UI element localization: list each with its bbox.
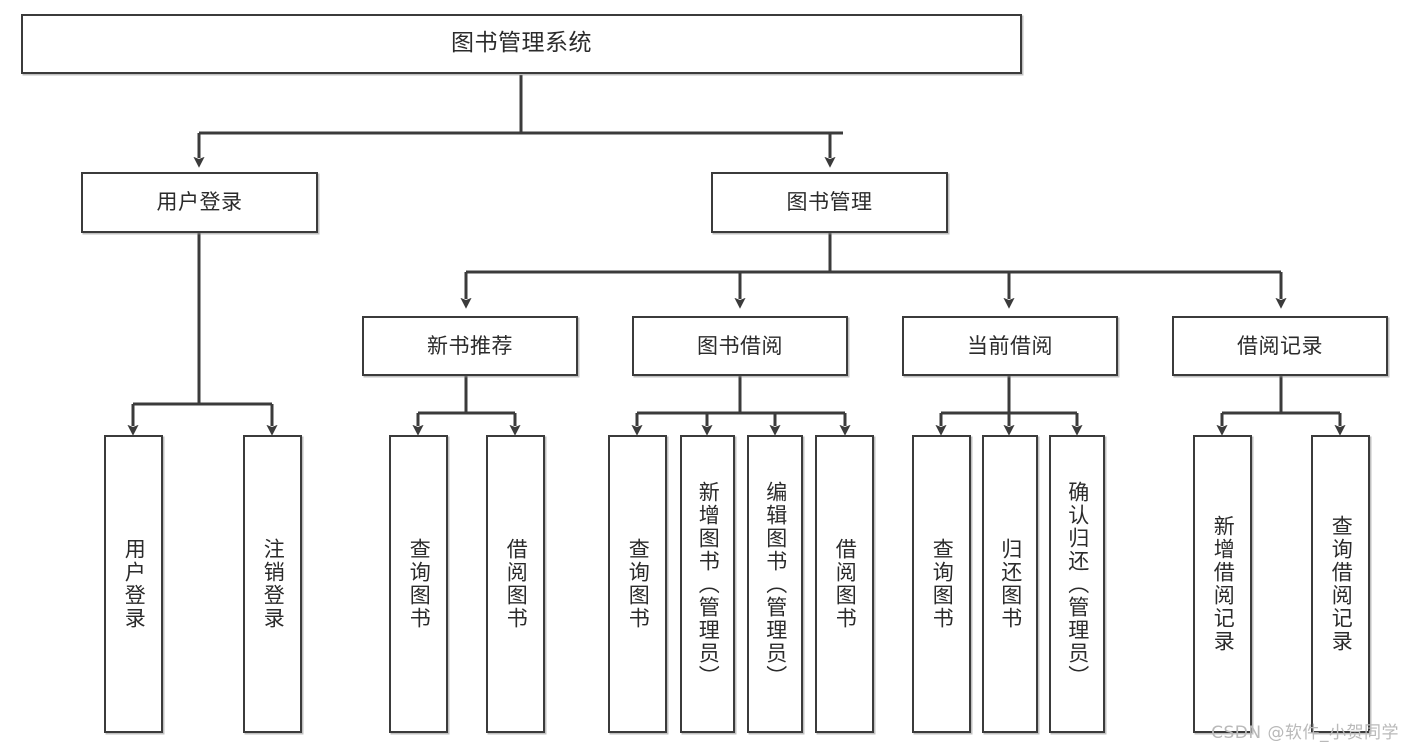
node-label: 查询图书 [930, 538, 955, 630]
node-user-login[interactable]: 用户登录 [81, 172, 318, 233]
node-leaf-logout-login[interactable]: 注销登录 [243, 435, 302, 733]
node-label: 用户登录 [156, 190, 243, 215]
node-leaf-confirm-return[interactable]: 确认归还（管理员） [1049, 435, 1105, 733]
node-leaf-query-book-1[interactable]: 查询图书 [389, 435, 448, 733]
node-current-borrow[interactable]: 当前借阅 [902, 316, 1118, 376]
node-label: 归还图书 [998, 538, 1023, 630]
node-leaf-query-book-3[interactable]: 查询图书 [912, 435, 971, 733]
node-leaf-user-login[interactable]: 用户登录 [104, 435, 163, 733]
node-leaf-add-record[interactable]: 新增借阅记录 [1193, 435, 1252, 733]
node-label: 查询图书 [407, 538, 432, 630]
node-label: 借阅图书 [504, 538, 529, 630]
node-label: 查询图书 [626, 538, 651, 630]
node-leaf-borrow-book-1[interactable]: 借阅图书 [486, 435, 545, 733]
node-label: 查询借阅记录 [1329, 515, 1354, 653]
node-label: 新增图书（管理员） [696, 480, 721, 688]
node-new-book-recommend[interactable]: 新书推荐 [362, 316, 578, 376]
node-leaf-borrow-book-2[interactable]: 借阅图书 [815, 435, 874, 733]
node-label: 图书管理系统 [451, 30, 592, 57]
node-leaf-edit-book[interactable]: 编辑图书（管理员） [747, 435, 803, 733]
node-label: 注销登录 [261, 538, 286, 630]
node-label: 确认归还（管理员） [1065, 480, 1090, 688]
watermark-text: CSDN @软件_小贺同学 [1211, 723, 1399, 743]
node-label: 用户登录 [122, 538, 147, 630]
node-label: 借阅图书 [833, 538, 858, 630]
node-label: 编辑图书（管理员） [763, 480, 788, 688]
node-leaf-query-record[interactable]: 查询借阅记录 [1311, 435, 1370, 733]
node-label: 图书借阅 [697, 333, 783, 358]
node-leaf-add-book[interactable]: 新增图书（管理员） [680, 435, 735, 733]
node-label: 图书管理 [786, 190, 873, 215]
node-book-management[interactable]: 图书管理 [711, 172, 948, 233]
node-label: 当前借阅 [967, 333, 1053, 358]
node-borrow-record[interactable]: 借阅记录 [1172, 316, 1388, 376]
node-leaf-return-book[interactable]: 归还图书 [982, 435, 1038, 733]
node-label: 借阅记录 [1237, 333, 1323, 358]
node-root-system[interactable]: 图书管理系统 [21, 14, 1022, 74]
node-label: 新书推荐 [427, 333, 513, 358]
node-label: 新增借阅记录 [1211, 515, 1236, 653]
node-book-borrow[interactable]: 图书借阅 [632, 316, 848, 376]
node-leaf-query-book-2[interactable]: 查询图书 [608, 435, 667, 733]
